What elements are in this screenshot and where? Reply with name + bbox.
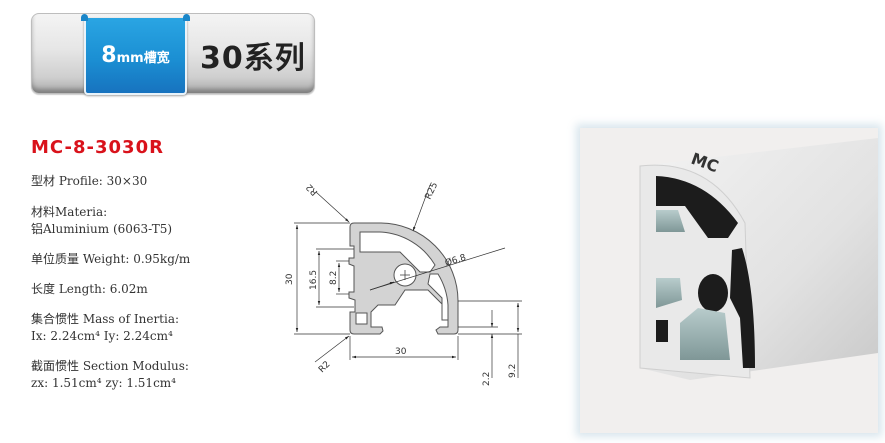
dim-slot-outer: 16.5	[309, 270, 319, 290]
slot-width-label: 8mm槽宽	[101, 43, 170, 68]
dim-offset-large: 9.2	[508, 364, 518, 378]
spec-inertia-value: Ix: 2.24cm⁴ Iy: 2.24cm⁴	[31, 329, 173, 343]
dim-slot-inner: 8.2	[329, 271, 339, 285]
dimension-lines	[294, 184, 522, 378]
spec-profile: 型材 Profile: 30×30	[31, 174, 148, 188]
series-title: 30系列	[200, 41, 306, 76]
model-number: MC-8-3030R	[31, 137, 164, 158]
spec-inertia-label: 集合惯性 Mass of Inertia:	[31, 312, 180, 326]
spec-length: 长度 Length: 6.02m	[31, 282, 148, 296]
spec-weight: 单位质量 Weight: 0.95kg/m	[31, 252, 191, 266]
spec-modulus-label: 截面惯性 Section Modulus:	[31, 359, 189, 373]
dim-corner-top: R2	[305, 181, 321, 197]
dim-offset-small: 2.2	[482, 372, 492, 386]
dim-bore: Ø6.8	[444, 252, 468, 269]
profile-cross-section	[348, 222, 459, 335]
profile-drawing: 30 16.5 8.2 30 R25 R2 R2 Ø6.8 2.2 9.2	[270, 170, 530, 395]
series-banner: 8mm槽宽 30系列	[31, 13, 315, 95]
spec-material-value: 铝Aluminium (6063-T5)	[31, 222, 173, 236]
dim-width: 30	[395, 347, 407, 357]
dim-height: 30	[285, 273, 295, 285]
spec-material-label: 材料Materia:	[31, 205, 108, 219]
slot-width-tab: 8mm槽宽	[81, 14, 190, 95]
spec-modulus-value: zx: 1.51cm⁴ zy: 1.51cm⁴	[31, 376, 176, 390]
product-photo: MC	[580, 128, 878, 433]
dim-corner-bottom: R2	[317, 360, 333, 376]
dim-radius-outer: R25	[424, 181, 441, 201]
